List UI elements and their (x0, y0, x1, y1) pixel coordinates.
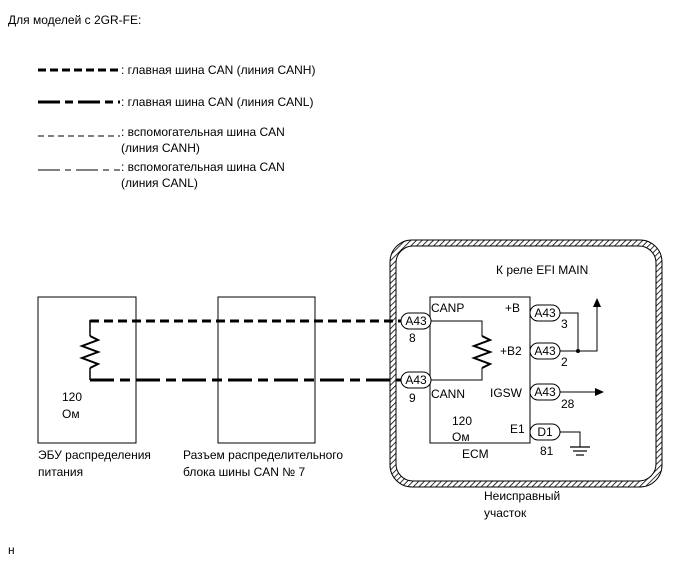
legend-label-main-canh: : главная шина CAN (линия CANH) (121, 63, 315, 77)
efi-main-relay-label: К реле EFI MAIN (496, 263, 588, 277)
power-ecu-resistor-value: 120 (62, 390, 82, 404)
ecm-resistor-value: 120 (452, 414, 472, 428)
ecm-resistor-lead-bottom (430, 368, 483, 381)
connector-a43-canp-pin: 8 (409, 331, 416, 345)
ecm-resistor-lead-top (430, 320, 483, 336)
ecm-pin-cann: CANN (431, 387, 465, 401)
legend: : главная шина CAN (линия CANH) : главна… (38, 63, 315, 190)
connector-a43-b-pin: 3 (561, 317, 568, 331)
b-b2-junction-dot (576, 349, 580, 353)
igsw-arrow-icon (595, 388, 604, 396)
junction-caption-line2: блока шины CAN № 7 (183, 465, 305, 479)
ecm-label: ECM (462, 447, 489, 461)
connector-a43-cann-id: A43 (405, 373, 427, 387)
legend-label-sub-canl-2: (линия CANL) (121, 176, 198, 190)
connector-a43-b-id: A43 (534, 306, 556, 320)
power-ecu-resistor-symbol (79, 335, 101, 369)
ecm-pin-igsw: IGSW (490, 386, 523, 400)
junction-caption-line1: Разъем распределительного (183, 448, 343, 462)
faulty-area-caption-line1: Неисправный (484, 489, 560, 503)
legend-label-sub-canh-2: (линия CANH) (121, 141, 200, 155)
power-ecu-caption-line1: ЭБУ распределения (38, 448, 151, 462)
connector-a43-b: A43 (529, 304, 561, 322)
b-power-wire (560, 312, 579, 351)
legend-label-sub-canl: : вспомогательная шина CAN (121, 160, 285, 174)
b2-power-wire (560, 306, 598, 352)
connector-d1-e1-id: D1 (537, 425, 553, 439)
ecm-resistor-unit: Ом (452, 430, 470, 444)
legend-label-main-canl: : главная шина CAN (линия CANL) (121, 95, 313, 109)
model-note: Для моделей с 2GR-FE: (8, 13, 141, 27)
ecm-pin-b: +B (505, 301, 520, 315)
ecm-pin-e1: E1 (510, 422, 525, 436)
figure-code: н (8, 543, 15, 557)
connector-a43-canp: A43 (400, 312, 432, 330)
connector-a43-b2-id: A43 (534, 344, 556, 358)
connector-a43-b2: A43 (529, 342, 561, 360)
can-junction-connector-box (217, 296, 316, 444)
power-ecu-caption-line2: питания (38, 465, 83, 479)
power-ecu-resistor-unit: Ом (62, 407, 80, 421)
connector-a43-canp-id: A43 (405, 314, 427, 328)
faulty-area-caption-line2: участок (484, 506, 527, 520)
connector-a43-cann-pin: 9 (409, 391, 416, 405)
ecm-pin-b2: +B2 (500, 344, 522, 358)
connector-a43-b2-pin: 2 (561, 355, 568, 369)
ground-icon (570, 446, 590, 456)
connector-d1-e1: D1 (529, 423, 561, 441)
e1-ground-wire (560, 431, 581, 447)
efi-main-arrow-icon (593, 298, 601, 307)
legend-label-sub-canh: : вспомогательная шина CAN (121, 125, 285, 139)
ecm-pin-canp: CANP (431, 301, 464, 315)
connector-a43-igsw-id: A43 (534, 385, 556, 399)
connector-a43-igsw-pin: 28 (561, 397, 575, 411)
power-distribution-ecu-box (37, 296, 137, 444)
ecm-resistor-symbol (471, 335, 493, 369)
connector-d1-e1-pin: 81 (540, 444, 554, 458)
connector-a43-cann: A43 (400, 371, 432, 389)
connector-a43-igsw: A43 (529, 383, 561, 401)
